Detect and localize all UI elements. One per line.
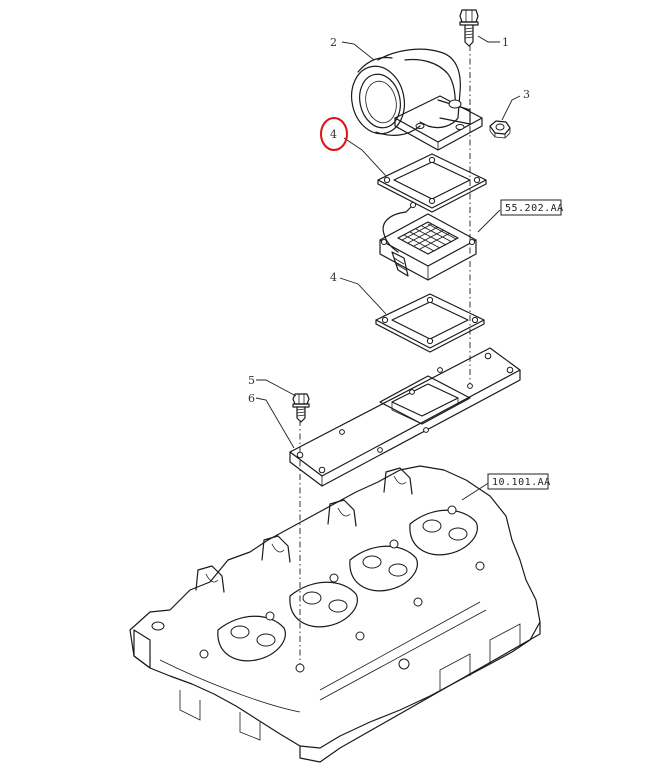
bolt-top	[459, 9, 479, 47]
reference-box-heater[interactable]: 55.202.AA	[500, 199, 564, 216]
reference-box-head[interactable]: 10.101.AA	[487, 473, 551, 490]
callout-4-bottom[interactable]: 4	[330, 271, 337, 284]
assembly-axes	[299, 45, 471, 668]
gasket-upper	[377, 153, 487, 213]
reference-heater-label: 55.202.AA	[505, 203, 564, 214]
callout-labels: 1 2 3 4 4 5 6	[248, 36, 530, 405]
reference-head-label: 10.101.AA	[492, 477, 551, 488]
leader-lines	[255, 35, 521, 501]
grid-heater	[379, 202, 477, 281]
nut	[489, 120, 511, 139]
cylinder-head	[129, 465, 541, 763]
bolt-cover	[292, 393, 310, 423]
callout-6[interactable]: 6	[248, 392, 255, 405]
cover-plate	[289, 347, 521, 487]
callout-3[interactable]: 3	[523, 88, 530, 101]
callout-5[interactable]: 5	[248, 374, 255, 387]
intake-elbow	[351, 48, 483, 151]
highlight-ring	[320, 117, 348, 151]
gasket-lower	[375, 293, 485, 353]
callout-4-top[interactable]: 4	[330, 128, 337, 141]
callout-1[interactable]: 1	[502, 36, 509, 49]
callout-2[interactable]: 2	[330, 36, 337, 49]
